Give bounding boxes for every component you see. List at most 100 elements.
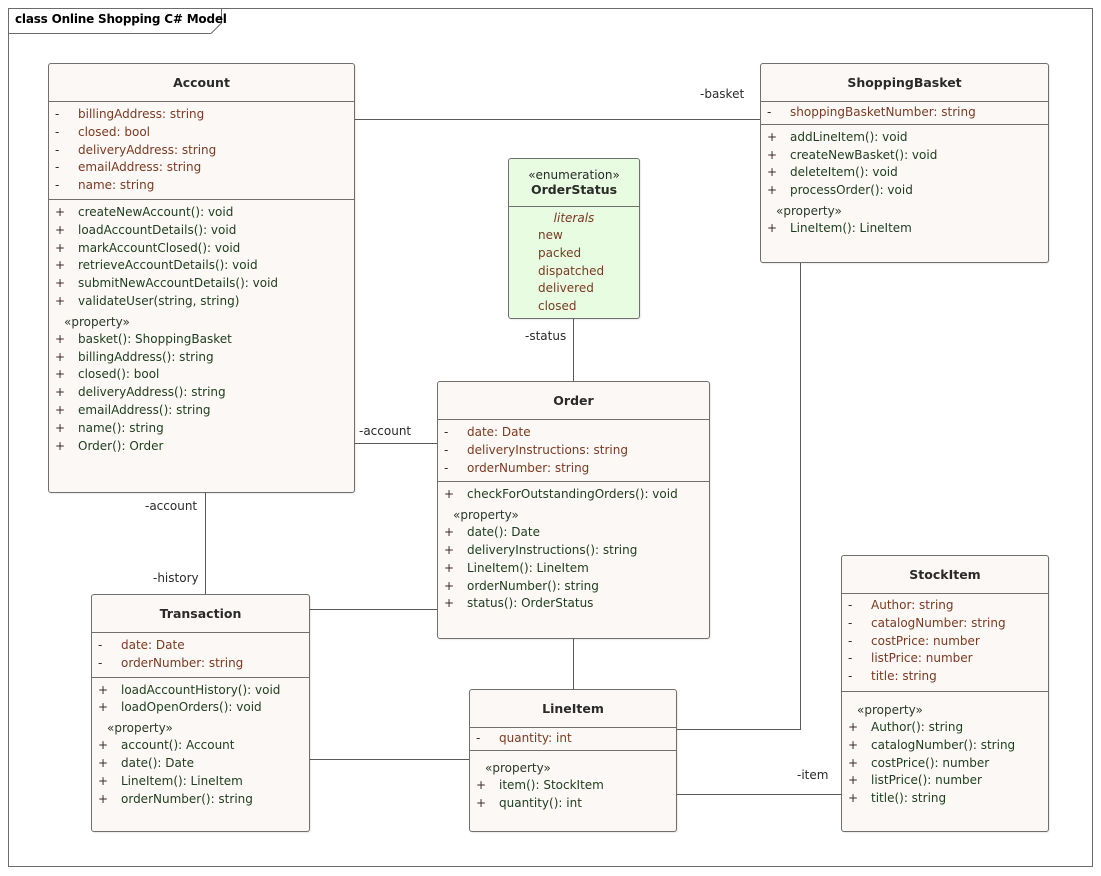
operation-row[interactable]: +addLineItem(): void: [761, 129, 1048, 147]
operation-row[interactable]: +loadOpenOrders(): void: [92, 699, 309, 717]
attribute-row[interactable]: -name: string: [49, 177, 354, 195]
enum-literal[interactable]: dispatched: [538, 263, 605, 278]
visibility-marker: +: [55, 367, 66, 382]
operation-row[interactable]: +createNewBasket(): void: [761, 147, 1048, 165]
attribute-row[interactable]: -title: string: [842, 668, 1048, 686]
attribute-row[interactable]: -shoppingBasketNumber: string: [761, 104, 1048, 122]
property-row[interactable]: +basket(): ShoppingBasket: [49, 331, 354, 349]
attribute-row[interactable]: -billingAddress: string: [49, 106, 354, 124]
class-name: ShoppingBasket: [847, 75, 962, 90]
enum-literal[interactable]: new: [538, 228, 563, 242]
visibility-marker: +: [55, 331, 66, 346]
class-header: Order: [438, 382, 709, 420]
attribute-row[interactable]: -orderNumber: string: [92, 655, 309, 673]
property-row-text: status(): OrderStatus: [467, 596, 594, 611]
class-order[interactable]: Order -date: Date-deliveryInstructions: …: [437, 381, 710, 639]
operation-row-text: createNewAccount(): void: [78, 204, 234, 219]
attribute-row-text: closed: bool: [78, 124, 151, 139]
visibility-marker: -: [55, 124, 60, 139]
enum-literal[interactable]: delivered: [538, 281, 594, 296]
role-basket: -basket: [700, 87, 745, 101]
operation-row[interactable]: +deleteItem(): void: [761, 164, 1048, 182]
visibility-marker: +: [98, 738, 109, 753]
attribute-row[interactable]: -costPrice: number: [842, 633, 1048, 651]
property-row[interactable]: +catalogNumber(): string: [842, 737, 1048, 755]
visibility-marker: -: [848, 598, 853, 612]
property-row[interactable]: +date(): Date: [438, 524, 709, 542]
property-row[interactable]: +deliveryAddress(): string: [49, 384, 354, 402]
visibility-marker: +: [98, 700, 109, 715]
property-row[interactable]: +title(): string: [842, 790, 1048, 808]
property-row[interactable]: +costPrice(): number: [842, 755, 1048, 773]
visibility-marker: -: [444, 425, 449, 439]
attribute-row[interactable]: -deliveryAddress: string: [49, 142, 354, 160]
property-row[interactable]: +account(): Account: [92, 737, 309, 755]
class-transaction[interactable]: Transaction -date: Date-orderNumber: str…: [91, 594, 310, 832]
attribute-row[interactable]: -catalogNumber: string: [842, 615, 1048, 633]
property-row[interactable]: +date(): Date: [92, 755, 309, 773]
property-row[interactable]: +Author(): string: [842, 719, 1048, 737]
property-row[interactable]: +LineItem(): LineItem: [761, 220, 1048, 238]
attribute-row[interactable]: -quantity: int: [470, 730, 676, 748]
operation-row-text: submitNewAccountDetails(): void: [78, 276, 279, 291]
operation-row-text: deleteItem(): void: [790, 165, 898, 180]
visibility-marker: +: [55, 438, 66, 453]
visibility-marker: +: [55, 258, 66, 273]
class-name: OrderStatus: [530, 182, 618, 197]
property-row[interactable]: +deliveryInstructions(): string: [438, 542, 709, 560]
property-row[interactable]: +LineItem(): LineItem: [92, 773, 309, 791]
property-row[interactable]: +closed(): bool: [49, 366, 354, 384]
attribute-row[interactable]: -deliveryInstructions: string: [438, 442, 709, 460]
property-row[interactable]: +orderNumber(): string: [438, 578, 709, 596]
attribute-row[interactable]: -date: Date: [92, 637, 309, 655]
attribute-row-text: name: string: [78, 178, 155, 193]
enum-literal[interactable]: packed: [538, 245, 582, 260]
property-row[interactable]: +name(): string: [49, 420, 354, 438]
visibility-marker: +: [848, 755, 859, 770]
operation-row[interactable]: +markAccountClosed(): void: [49, 240, 354, 258]
role-account-transaction: -account: [145, 499, 198, 513]
attribute-row[interactable]: -emailAddress: string: [49, 159, 354, 177]
visibility-marker: +: [767, 183, 778, 198]
property-row[interactable]: +listPrice(): number: [842, 772, 1048, 790]
operation-row[interactable]: + createNewAccount(): void: [49, 204, 354, 222]
visibility-marker: +: [55, 276, 66, 291]
operation-row[interactable]: +loadAccountDetails(): void: [49, 222, 354, 240]
attribute-row[interactable]: -Author: string: [842, 597, 1048, 615]
class-line-item[interactable]: LineItem -quantity: int «property» +item…: [469, 689, 677, 832]
operation-row[interactable]: +retrieveAccountDetails(): void: [49, 257, 354, 275]
class-stock-item[interactable]: StockItem -Author: string-catalogNumber:…: [841, 555, 1049, 832]
property-row[interactable]: +Order(): Order: [49, 438, 354, 456]
property-row-text: item(): StockItem: [499, 777, 604, 792]
property-row[interactable]: +item(): StockItem: [470, 777, 676, 795]
property-row[interactable]: +billingAddress(): string: [49, 349, 354, 367]
attribute-row[interactable]: -listPrice: number: [842, 650, 1048, 668]
operation-row[interactable]: + submitNewAccountDetails(): void: [49, 275, 354, 293]
property-row-text: LineItem(): LineItem: [467, 560, 589, 575]
visibility-marker: -: [98, 655, 103, 670]
property-row[interactable]: +emailAddress(): string: [49, 402, 354, 420]
attribute-row[interactable]: - closed: bool: [49, 124, 354, 142]
class-header: Account: [49, 64, 354, 102]
enum-literal[interactable]: closed: [538, 299, 577, 314]
property-row[interactable]: +status(): OrderStatus: [438, 595, 709, 613]
visibility-marker: +: [55, 293, 66, 308]
operation-row[interactable]: +validateUser(string, string): [49, 293, 354, 311]
link-basket-lineitem[interactable]: [676, 262, 801, 730]
property-row[interactable]: +quantity(): int: [470, 795, 676, 813]
class-account[interactable]: Account -billingAddress: string-closed: …: [48, 63, 355, 493]
visibility-marker: +: [55, 204, 66, 219]
class-shopping-basket[interactable]: ShoppingBasket -shoppingBasketNumber: st…: [760, 63, 1049, 263]
property-row[interactable]: +LineItem(): LineItem: [438, 560, 709, 578]
role-item: -item: [797, 768, 829, 782]
operation-row[interactable]: +checkForOutstandingOrders(): void: [438, 486, 709, 504]
operation-row[interactable]: +loadAccountHistory(): void: [92, 682, 309, 700]
property-row[interactable]: +orderNumber(): string: [92, 791, 309, 809]
visibility-marker: -: [767, 105, 772, 119]
operation-row[interactable]: +processOrder(): void: [761, 182, 1048, 200]
attribute-row[interactable]: -date: Date: [438, 424, 709, 442]
visibility-marker: -: [55, 160, 60, 175]
diagram-title: class Online Shopping C# Model: [15, 12, 227, 26]
attribute-row[interactable]: -orderNumber: string: [438, 460, 709, 478]
